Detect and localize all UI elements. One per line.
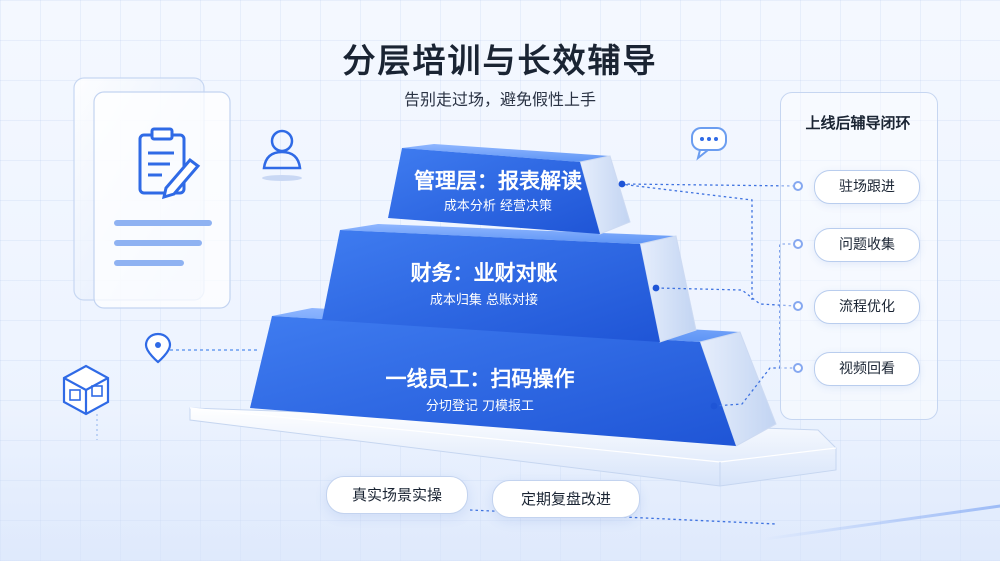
pyramid-tier-finance[interactable]: 财务：业财对账 成本归集 总账对接: [322, 224, 697, 343]
loop-step-issue-collect[interactable]: 问题收集: [814, 228, 920, 262]
chat-bubble-icon: [691, 127, 727, 161]
document-icon: [73, 77, 231, 309]
tier-frontline-title: 一线员工：扫码操作: [386, 367, 575, 391]
page-title: 分层培训与长效辅导: [342, 41, 658, 80]
person-icon: [262, 129, 302, 181]
location-pin-icon: [144, 332, 258, 364]
warehouse-icon: [62, 364, 110, 440]
pyramid-tier-management[interactable]: 管理层：报表解读 成本分析 经营决策: [388, 144, 631, 235]
bottom-item-review[interactable]: 定期复盘改进: [492, 480, 640, 518]
tier-finance-subtitle: 成本归集 总账对接: [430, 292, 538, 308]
tier-management-subtitle: 成本分析 经营决策: [444, 198, 552, 214]
tier-management-title: 管理层：报表解读: [414, 169, 582, 193]
connector-dots: [618, 180, 803, 410]
closed-loop-title: 上线后辅导闭环: [805, 114, 911, 132]
loop-step-onsite[interactable]: 驻场跟进: [814, 170, 920, 204]
loop-step-video-review[interactable]: 视频回看: [814, 352, 920, 386]
bottom-item-practice[interactable]: 真实场景实操: [326, 476, 468, 514]
tier-frontline-subtitle: 分切登记 刀模报工: [426, 399, 534, 414]
loop-step-process-optimize[interactable]: 流程优化: [814, 290, 920, 324]
page-subtitle: 告别走过场，避免假性上手: [403, 90, 596, 109]
tier-finance-title: 财务：业财对账: [411, 261, 558, 285]
